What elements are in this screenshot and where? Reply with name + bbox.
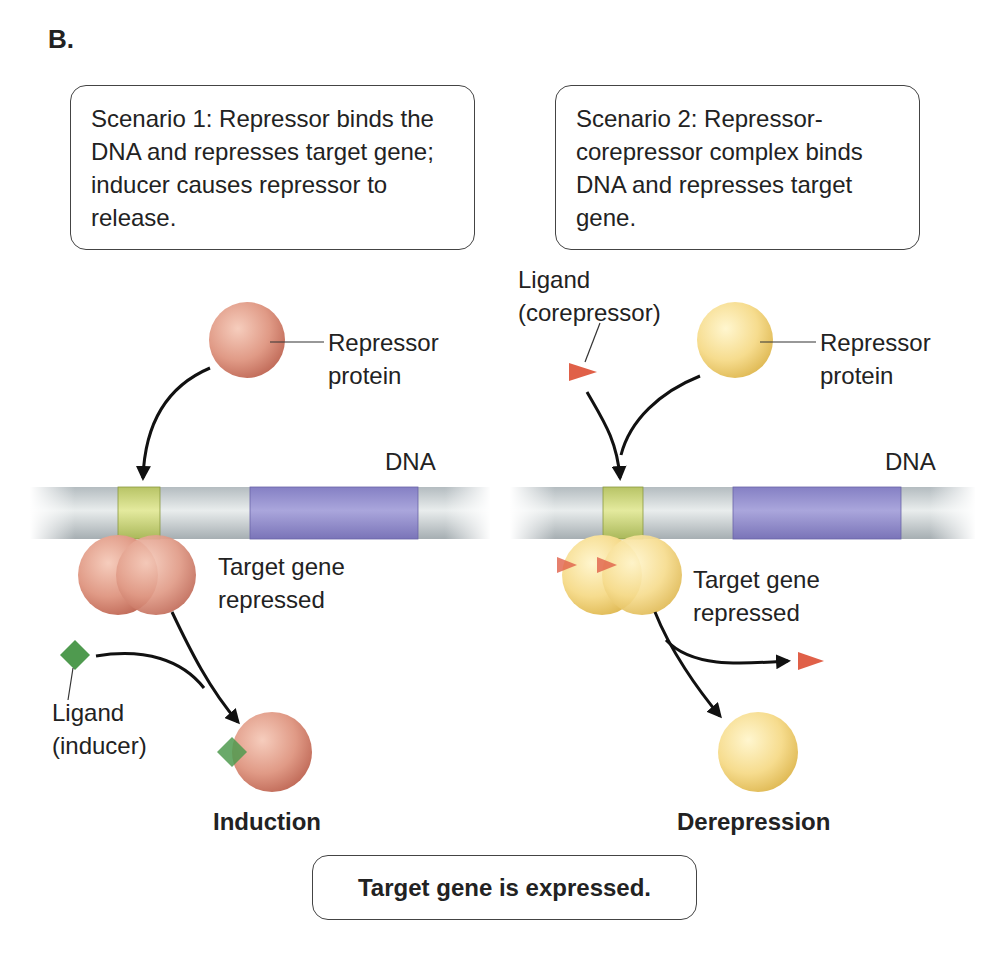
operator-site: [603, 487, 643, 539]
dna-strand: [510, 487, 975, 539]
corepressor-ligand: [557, 557, 577, 573]
scenario-box: Scenario 2: Repressor-corepressor comple…: [555, 85, 920, 250]
part-label: Derepression: [677, 805, 857, 838]
part-label: Ligand (inducer): [52, 696, 177, 762]
dna-fade: [30, 485, 75, 541]
corepressor-ligand: [798, 652, 824, 670]
scenario-box: Target gene is expressed.: [312, 855, 697, 920]
scenario-box: Scenario 1: Repressor binds the DNA and …: [70, 85, 475, 250]
part-label: Ligand (corepressor): [518, 263, 708, 329]
leader-line: [68, 668, 73, 700]
bound-repressor: [602, 535, 682, 615]
part-label: DNA: [385, 445, 465, 478]
repressor-protein: [697, 302, 773, 378]
inducer-ligand: [60, 640, 90, 670]
part-label: Target gene repressed: [693, 563, 858, 629]
part-label: Induction: [213, 805, 353, 838]
leader-line: [270, 341, 324, 342]
release-arrow: [666, 640, 788, 663]
leader-line: [760, 341, 816, 342]
inducer-ligand: [217, 737, 247, 767]
leader-line: [585, 323, 600, 362]
released-repressor: [718, 712, 798, 792]
corepressor-ligand: [569, 363, 597, 381]
panel-title: B.: [48, 24, 74, 55]
repressor-protein: [209, 302, 285, 378]
part-label: Repressor protein: [820, 326, 955, 392]
dna-fade: [930, 485, 976, 541]
binding-arrow: [621, 376, 700, 455]
target-gene: [250, 487, 418, 539]
part-label: Target gene repressed: [218, 550, 383, 616]
box-text: Scenario 1: Repressor binds the DNA and …: [91, 102, 454, 234]
part-label: DNA: [885, 445, 965, 478]
dna-strand: [30, 487, 490, 539]
box-text: Scenario 2: Repressor-corepressor comple…: [576, 102, 899, 234]
inducer-arrow: [96, 654, 204, 688]
release-arrow: [655, 612, 720, 716]
corepressor-ligand: [597, 557, 617, 573]
box-text: Target gene is expressed.: [358, 871, 651, 904]
dna-fade: [445, 485, 491, 541]
binding-arrow: [587, 392, 620, 478]
dna-fade: [510, 485, 555, 541]
binding-arrow: [143, 368, 210, 478]
target-gene: [733, 487, 901, 539]
operator-site: [118, 487, 160, 539]
bound-repressor: [116, 535, 196, 615]
part-label: Repressor protein: [328, 326, 463, 392]
